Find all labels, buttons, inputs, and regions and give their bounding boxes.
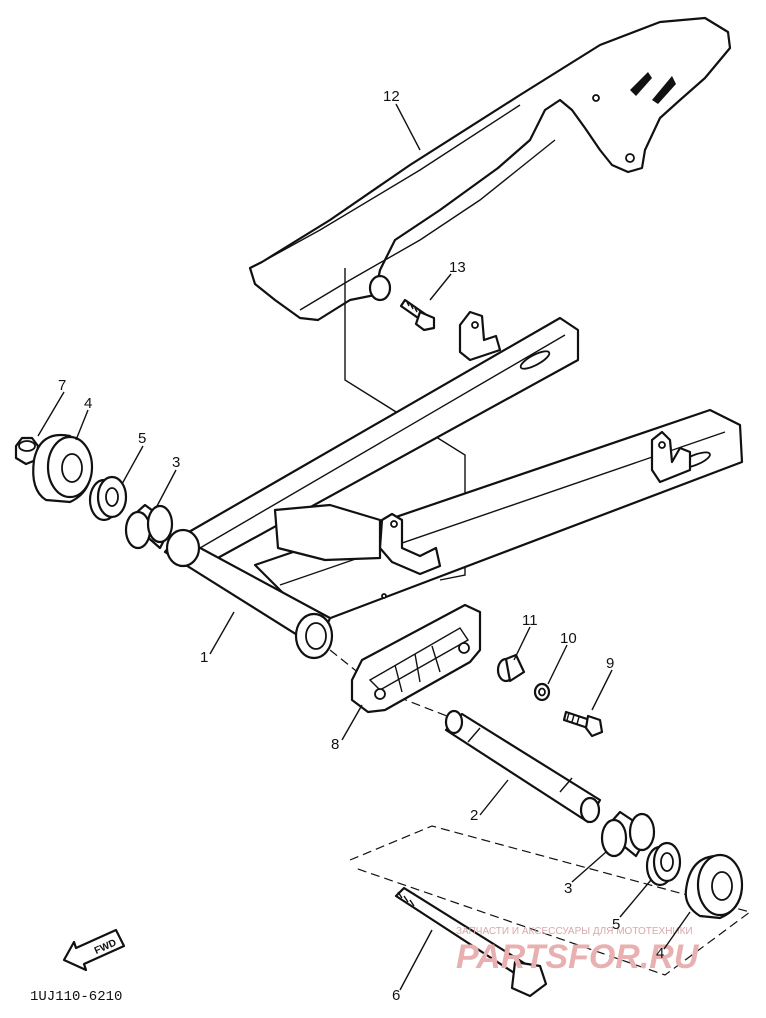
callout-8: 8 — [331, 736, 339, 753]
callout-5-right: 5 — [612, 916, 620, 933]
callout-9: 9 — [606, 655, 614, 672]
diagram-code: 1UJ110-6210 — [30, 989, 122, 1005]
leader-lines — [37, 103, 691, 991]
callout-2: 2 — [470, 807, 478, 824]
watermark-tagline: ЗАПЧАСТИ И АКСЕССУАРЫ ДЛЯ МОТОТЕХНИКИ — [456, 926, 693, 937]
pivot-shaft-part-2 — [444, 709, 602, 824]
callout-3-left: 3 — [172, 454, 180, 471]
thrust-bearing-part-5-left — [88, 475, 128, 522]
callout-labels: 12 13 7 4 5 3 1 8 11 10 9 2 3 5 4 6 — [58, 88, 664, 1004]
watermark: ЗАПЧАСТИ И АКСЕССУАРЫ ДЛЯ МОТОТЕХНИКИ PA… — [456, 926, 700, 976]
callout-10: 10 — [560, 630, 577, 647]
forward-arrow-icon: FWD — [62, 928, 126, 972]
swingarm-part-1 — [163, 310, 744, 660]
chain-pad-part-8 — [350, 603, 482, 714]
bolt-part-13 — [399, 298, 436, 332]
callout-6: 6 — [392, 987, 400, 1004]
thrust-bearing-part-5-right — [645, 841, 682, 887]
thrust-cover-part-4-right — [684, 853, 744, 920]
bolt-part-9 — [562, 710, 604, 738]
collar-part-11 — [496, 653, 526, 683]
callout-3-right: 3 — [564, 880, 572, 897]
callout-4-left: 4 — [84, 395, 92, 412]
collar-part-3-right — [600, 810, 656, 858]
callout-5-left: 5 — [138, 430, 146, 447]
callout-12: 12 — [383, 88, 400, 105]
pivot-bolt-part-6 — [394, 886, 548, 998]
callout-13: 13 — [449, 259, 466, 276]
chain-guard-part-12 — [248, 16, 732, 322]
watermark-brand: PARTSFOR.RU — [456, 938, 700, 976]
callout-4-right: 4 — [656, 945, 664, 962]
callout-7: 7 — [58, 377, 66, 394]
callout-11: 11 — [522, 612, 538, 629]
callout-1: 1 — [200, 649, 208, 666]
washer-part-10 — [533, 682, 551, 702]
collar-part-3-left — [124, 503, 174, 550]
thrust-cover-part-4-left — [32, 433, 94, 504]
